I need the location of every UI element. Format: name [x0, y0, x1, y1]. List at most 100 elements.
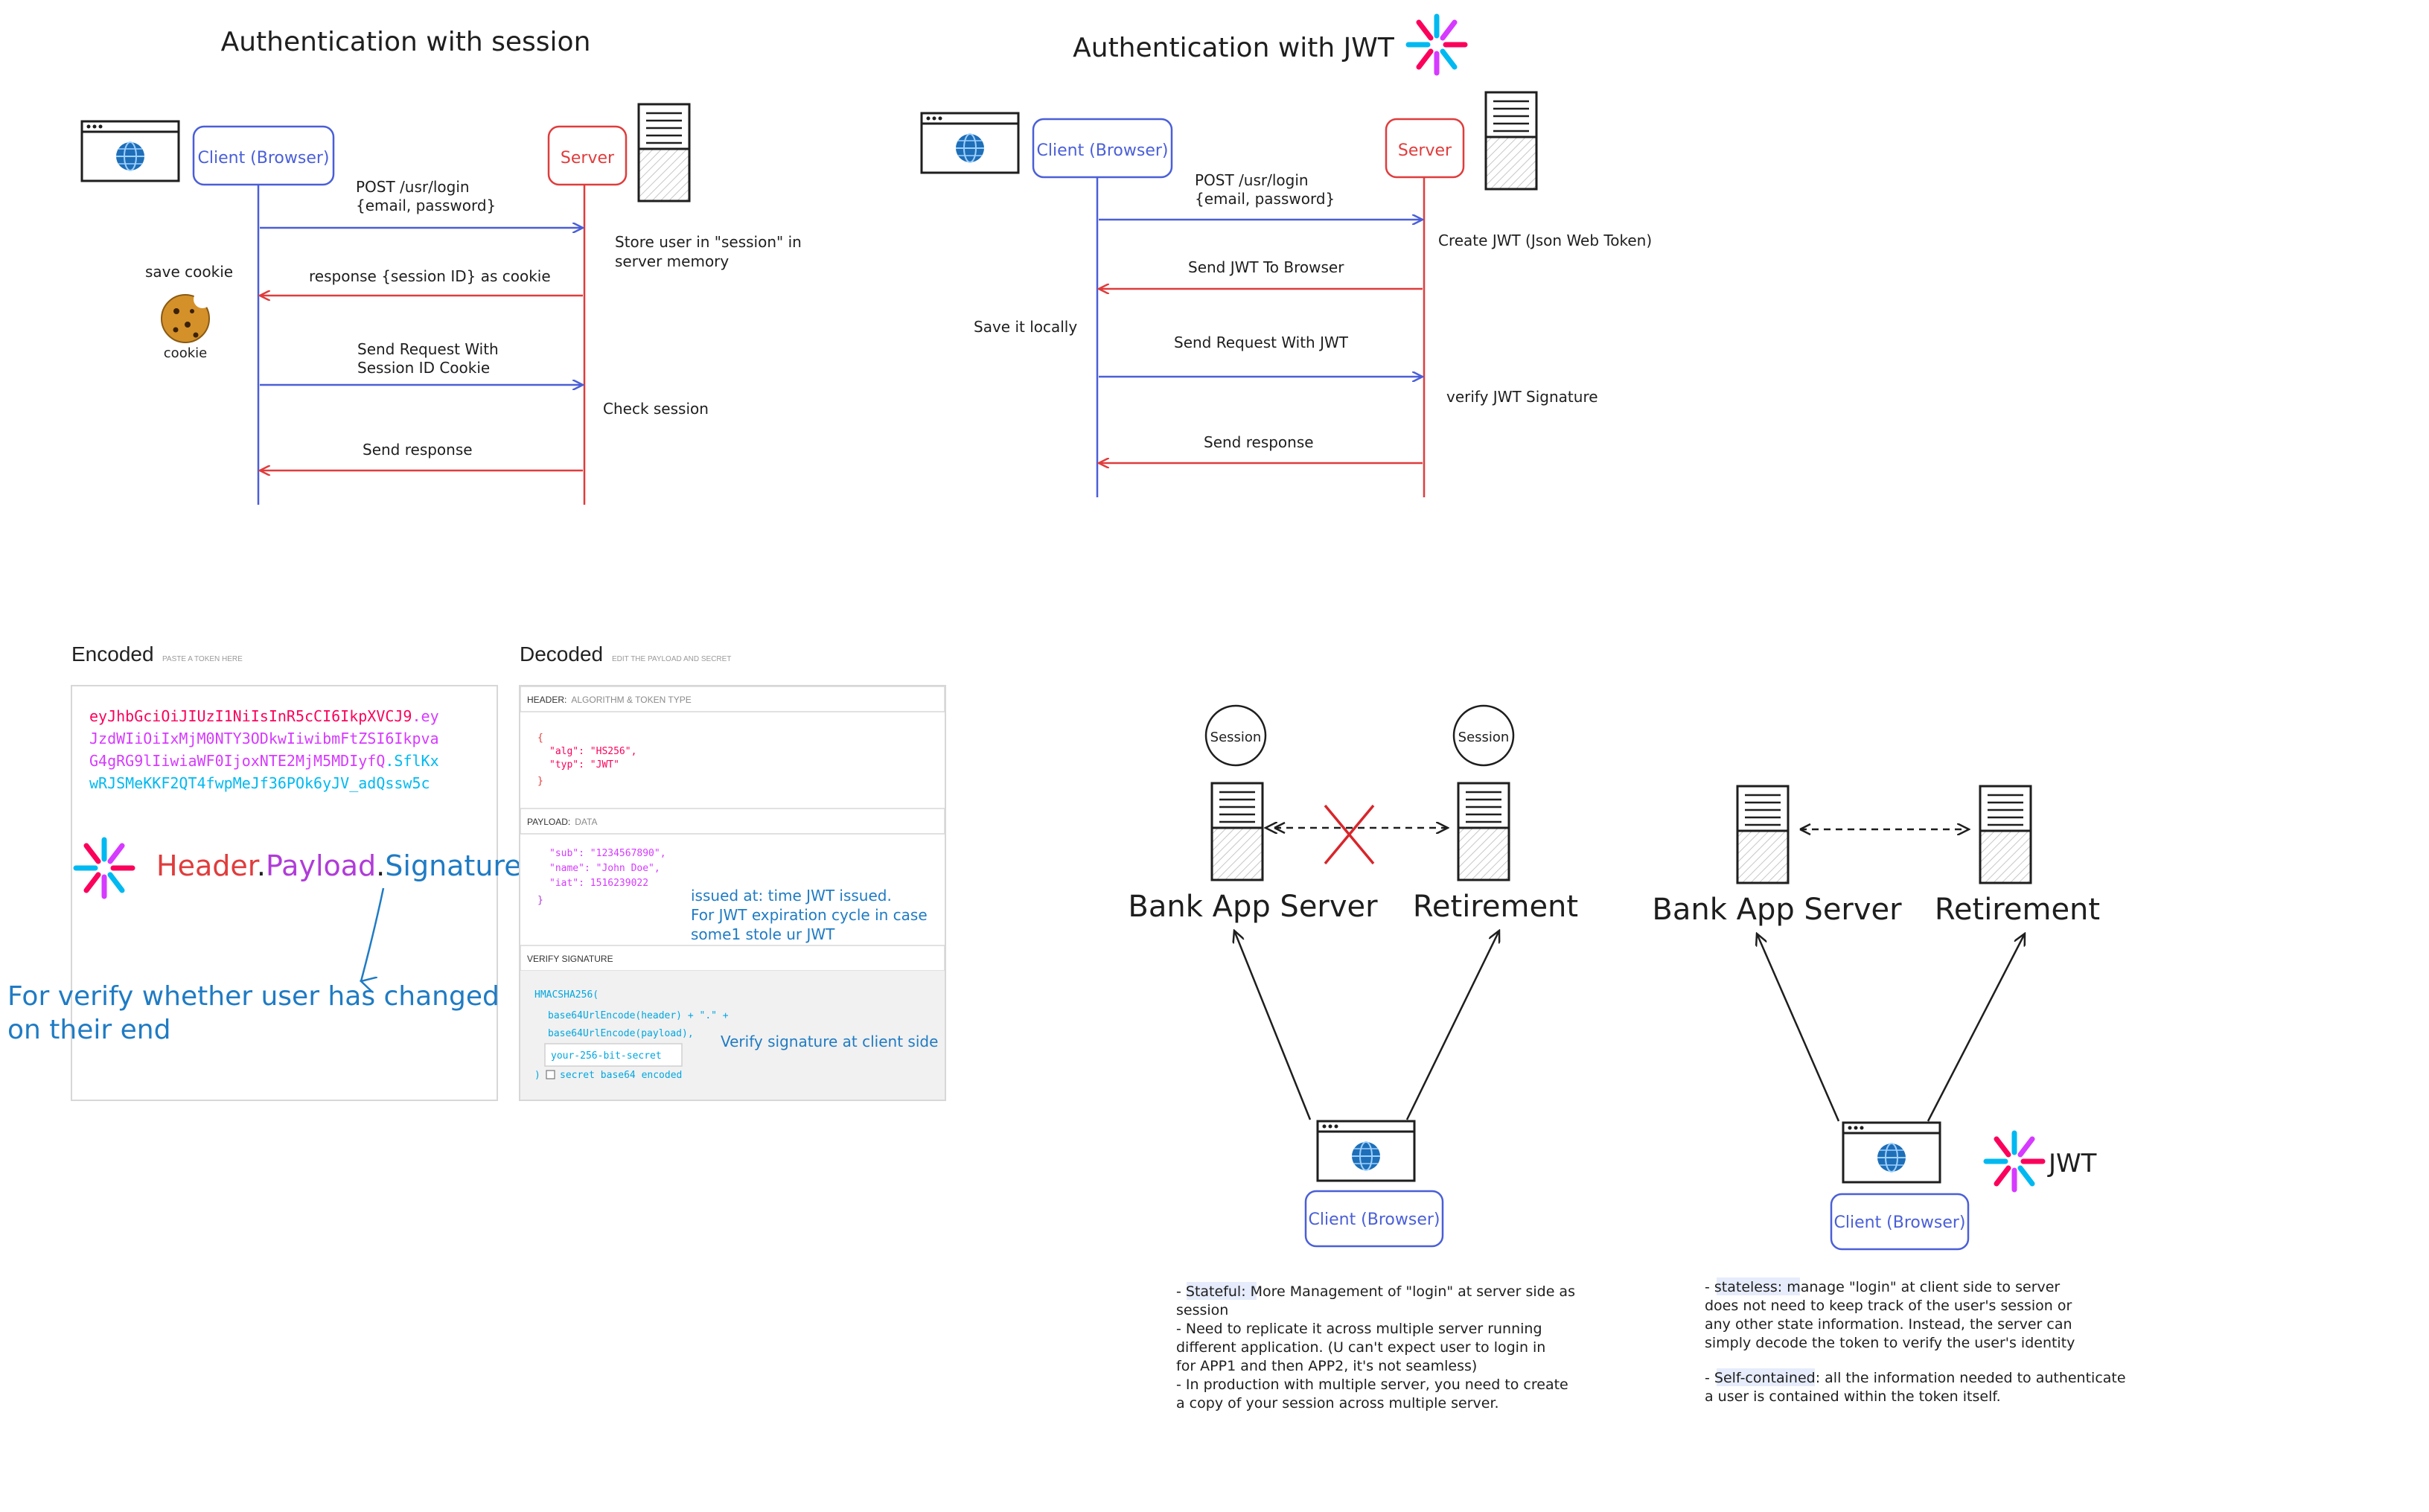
header-word: Header: [156, 849, 260, 882]
save-locally-note: Save it locally: [974, 318, 1077, 336]
note-line: any other state information. Instead, th…: [1705, 1316, 2072, 1333]
iat-annotation: issued at: time JWT issued.: [691, 887, 892, 905]
token-signature-segment: .SflKx: [385, 752, 438, 770]
note-line: - stateless: manage "login" at client si…: [1705, 1279, 2060, 1295]
send-jwt-label: Send JWT To Browser: [1188, 258, 1344, 276]
server-label: Server: [561, 149, 615, 168]
payload-word: Payload: [266, 849, 376, 882]
server-box: [547, 125, 628, 186]
note-line: session: [1176, 1302, 1228, 1318]
jwt-flow: Authentication with JWT Client (Browser)…: [920, 16, 1652, 497]
payload-section-label: PAYLOAD:DATA: [527, 817, 597, 827]
client-browser-box: [192, 125, 335, 186]
client-browser-box: [1304, 1190, 1444, 1248]
decoded-subtitle: EDIT THE PAYLOAD AND SECRET: [612, 655, 731, 663]
request-with-jwt-label: Send Request With JWT: [1174, 334, 1349, 351]
server-icon: [1457, 782, 1510, 881]
send-response-label: Send response: [1204, 433, 1314, 451]
retirement-label: Retirement: [1413, 890, 1578, 924]
retirement-label: Retirement: [1935, 893, 2100, 927]
jwt-logo-icon: [1408, 16, 1465, 73]
header-section-label: HEADER: ALGORITHM & TOKEN TYPE: [527, 695, 692, 705]
jwt-flow-title: Authentication with JWT: [1073, 33, 1395, 63]
request-with-cookie-label-2: Session ID Cookie: [357, 359, 490, 377]
hmac-call: HMACSHA256(: [534, 989, 599, 1001]
note-line: simply decode the token to verify the us…: [1705, 1335, 2075, 1351]
note-line: - Stateful: More Management of "login" a…: [1176, 1283, 1575, 1300]
note-line: a user is contained within the token its…: [1705, 1388, 2001, 1405]
note-line: a copy of your session across multiple s…: [1176, 1395, 1499, 1411]
encoded-token[interactable]: eyJhbGciOiJIUzI1NiIsInR5cCI6IkpXVCJ9.ey …: [89, 707, 439, 792]
token-signature-segment: wRJSMeKKF2QT4fwpMeJf36POk6yJV_adQssw5c: [89, 774, 430, 792]
note-line: does not need to keep track of the user'…: [1705, 1298, 2072, 1314]
verify-jwt-note: verify JWT Signature: [1446, 388, 1598, 406]
header-label-sub: ALGORITHM & TOKEN TYPE: [571, 695, 691, 705]
signature-word: Signature: [385, 849, 521, 882]
cookie-caption: cookie: [164, 345, 207, 361]
note-line: - Need to replicate it across multiple s…: [1176, 1321, 1542, 1337]
client-browser-box: [1830, 1193, 1970, 1251]
login-request-label: POST /usr/login: [356, 178, 470, 196]
verify-change-annotation: For verify whether user has changed: [7, 981, 499, 1012]
dot-separator: .: [257, 849, 266, 882]
payload-label: PAYLOAD:: [527, 817, 570, 827]
header-label: HEADER:: [527, 695, 566, 705]
client-to-bank-arrow: [1234, 931, 1312, 1120]
login-request-body-label: {email, password}: [1195, 190, 1335, 208]
login-request-body-label: {email, password}: [356, 197, 496, 214]
note-line: - Self-contained: all the information ne…: [1705, 1370, 2126, 1386]
browser-icon: [1842, 1121, 1941, 1184]
note-line: - In production with multiple server, yo…: [1176, 1377, 1568, 1393]
json-brace: }: [537, 895, 543, 906]
json-brace: }: [537, 776, 543, 787]
encoded-token-box[interactable]: [71, 685, 498, 1101]
server-icon: [1736, 785, 1790, 884]
stateful-notes: - Stateful: More Management of "login" a…: [1176, 1282, 1575, 1411]
session-id-response-label: response {session ID} as cookie: [309, 267, 551, 285]
server-icon: [1210, 782, 1264, 881]
check-session-note: Check session: [603, 400, 709, 418]
server-icon: [1979, 785, 2032, 884]
svg-text:eyJhbGciOiJIUzI1NiIsInR5cCI6Ik: eyJhbGciOiJIUzI1NiIsInR5cCI6IkpXVCJ9.ey: [89, 707, 439, 725]
json-brace: {: [537, 733, 543, 744]
session-bubble-label: Session: [1458, 730, 1510, 745]
header-json[interactable]: { "alg": "HS256", "typ": "JWT" }: [537, 733, 636, 787]
secret-base64-checkbox[interactable]: [546, 1070, 555, 1079]
payload-json[interactable]: "sub": "1234567890", "name": "John Doe",…: [537, 848, 666, 906]
secret-input[interactable]: [544, 1043, 683, 1067]
stateless-notes: - stateless: manage "login" at client si…: [1705, 1277, 2126, 1405]
bank-app-server-label: Bank App Server: [1652, 893, 1902, 927]
decoded-title: Decoded: [520, 642, 603, 666]
blocked-cross-icon: [1324, 804, 1375, 865]
encoded-panel: Encoded PASTE A TOKEN HERE eyJhbGciOiJIU…: [71, 642, 522, 1101]
verify-signature-code: HMACSHA256( base64UrlEncode(header) + ".…: [534, 989, 729, 1039]
session-bubble: [1452, 704, 1515, 767]
store-session-note: Store user in "session" in: [615, 233, 802, 251]
session-bubble-label: Session: [1210, 730, 1262, 745]
json-sub: "sub": "1234567890",: [549, 848, 666, 859]
stateful-diagram: Session Session Bank App Server Retireme…: [1128, 704, 1578, 1411]
server-icon: [637, 103, 691, 202]
hmac-close: ): [534, 1070, 540, 1081]
client-browser-label: Client (Browser): [1309, 1210, 1440, 1229]
json-iat: "iat": 1516239022: [549, 878, 648, 889]
jwt-label: JWT: [2047, 1149, 2097, 1178]
jwt-logo-icon: [1986, 1133, 2043, 1190]
signature-annotation-arrow: [361, 887, 385, 981]
login-request-label: POST /usr/login: [1195, 171, 1309, 189]
server-icon: [1484, 91, 1538, 191]
client-to-retirement-arrow: [1927, 934, 2025, 1122]
session-flow-title: Authentication with session: [221, 27, 591, 57]
client-to-bank-arrow: [1757, 934, 1840, 1122]
store-session-note-2: server memory: [615, 252, 729, 270]
json-alg: "alg": "HS256",: [549, 746, 636, 757]
browser-icon: [1316, 1120, 1416, 1182]
svg-text:G4gRG9lIiwiaWF0IjoxNTE2MjM5MDI: G4gRG9lIiwiaWF0IjoxNTE2MjM5MDIyfQ.SflKx: [89, 752, 439, 770]
iat-annotation-3: some1 stole ur JWT: [691, 925, 835, 943]
client-browser-label: Client (Browser): [1037, 141, 1169, 160]
secret-base64-label: secret base64 encoded: [560, 1070, 682, 1081]
request-with-cookie-label: Send Request With: [357, 340, 499, 358]
browser-icon: [920, 112, 1020, 174]
verify-signature-label: VERIFY SIGNATURE: [527, 954, 613, 964]
token-payload-segment: .ey: [412, 707, 438, 725]
